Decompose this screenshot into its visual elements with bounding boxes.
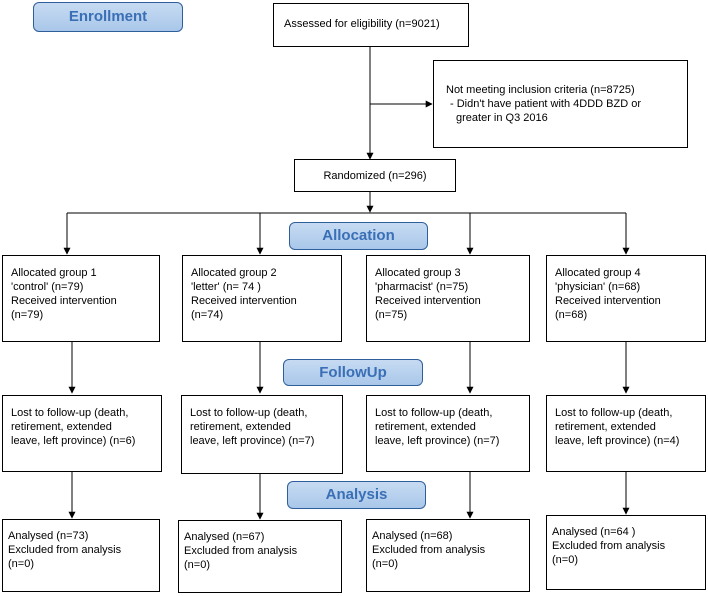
allocation-received-count: (n=75): [375, 309, 408, 321]
phase-enrollment: Enrollment: [33, 2, 183, 32]
excluded-line-3: greater in Q3 2016: [456, 112, 548, 124]
randomized-text: Randomized (n=296): [323, 170, 427, 182]
analysed-count: Analysed (n=67): [184, 531, 265, 543]
analysed-count: Analysed (n=64 ): [552, 526, 636, 538]
allocation-group-line: Allocated group 1: [11, 267, 97, 279]
analysis-box-group-2: Analysed (n=67) Excluded from analysis (…: [178, 520, 342, 593]
allocation-box-group-4: Allocated group 4 'physician' (n=68) Rec…: [546, 255, 706, 342]
followup-line-1: Lost to follow-up (death,: [555, 407, 673, 419]
excluded-count: (n=0): [552, 554, 578, 566]
excluded-count: (n=0): [184, 559, 210, 571]
analysed-count: Analysed (n=68): [372, 530, 453, 542]
followup-line-3: leave, left province) (n=7): [190, 435, 315, 447]
followup-line-3: leave, left province) (n=7): [375, 435, 500, 447]
analysis-box-group-1: Analysed (n=73) Excluded from analysis (…: [2, 519, 160, 592]
assessed-text: Assessed for eligibility (n=9021): [284, 18, 440, 30]
allocation-arm-line: 'control' (n=79): [11, 281, 84, 293]
phase-analysis: Analysis: [287, 481, 426, 509]
excluded-line-1: Not meeting inclusion criteria (n=8725): [446, 84, 635, 96]
allocation-group-line: Allocated group 3: [375, 267, 461, 279]
allocation-arm-line: 'pharmacist' (n=75): [375, 281, 469, 293]
followup-line-1: Lost to follow-up (death,: [375, 407, 493, 419]
followup-box-group-1: Lost to follow-up (death, retirement, ex…: [2, 395, 162, 472]
followup-line-3: leave, left province) (n=6): [11, 435, 136, 447]
allocation-received-line: Received intervention: [555, 295, 661, 307]
allocation-received-count: (n=68): [555, 309, 588, 321]
phase-allocation: Allocation: [289, 222, 428, 250]
followup-line-2: retirement, extended: [11, 421, 112, 433]
excluded-label: Excluded from analysis: [184, 545, 298, 557]
allocation-arm-line: 'physician' (n=68): [555, 281, 641, 293]
allocation-received-line: Received intervention: [191, 295, 297, 307]
analysis-box-group-3: Analysed (n=68) Excluded from analysis (…: [366, 519, 530, 592]
excluded-count: (n=0): [372, 558, 398, 570]
followup-line-2: retirement, extended: [190, 421, 291, 433]
analysis-box-group-4: Analysed (n=64 ) Excluded from analysis …: [546, 515, 706, 590]
excluded-label: Excluded from analysis: [8, 544, 122, 556]
allocation-received-count: (n=79): [11, 309, 44, 321]
allocation-group-line: Allocated group 2: [191, 267, 277, 279]
followup-line-3: leave, left province) (n=4): [555, 435, 680, 447]
followup-line-1: Lost to follow-up (death,: [11, 407, 129, 419]
excluded-label: Excluded from analysis: [372, 544, 486, 556]
assessed-box: Assessed for eligibility (n=9021): [273, 3, 469, 47]
randomized-box: Randomized (n=296): [294, 159, 456, 192]
followup-box-group-4: Lost to follow-up (death, retirement, ex…: [546, 395, 706, 472]
followup-box-group-2: Lost to follow-up (death, retirement, ex…: [181, 395, 343, 474]
excluded-count: (n=0): [8, 558, 34, 570]
allocation-group-line: Allocated group 4: [555, 267, 641, 279]
allocation-arm-line: 'letter' (n= 74 ): [191, 281, 261, 293]
followup-line-2: retirement, extended: [555, 421, 656, 433]
followup-line-2: retirement, extended: [375, 421, 476, 433]
excluded-line-2: - Didn't have patient with 4DDD BZD or: [450, 98, 642, 110]
excluded-box: Not meeting inclusion criteria (n=8725) …: [433, 60, 688, 148]
allocation-received-line: Received intervention: [375, 295, 481, 307]
allocation-received-line: Received intervention: [11, 295, 117, 307]
allocation-box-group-1: Allocated group 1 'control' (n=79) Recei…: [2, 255, 160, 342]
phase-followup: FollowUp: [283, 359, 423, 386]
analysed-count: Analysed (n=73): [8, 530, 89, 542]
followup-box-group-3: Lost to follow-up (death, retirement, ex…: [366, 395, 530, 472]
allocation-box-group-3: Allocated group 3 'pharmacist' (n=75) Re…: [366, 255, 530, 342]
excluded-label: Excluded from analysis: [552, 540, 666, 552]
followup-line-1: Lost to follow-up (death,: [190, 407, 308, 419]
allocation-box-group-2: Allocated group 2 'letter' (n= 74 ) Rece…: [182, 255, 342, 342]
allocation-received-count: (n=74): [191, 309, 224, 321]
